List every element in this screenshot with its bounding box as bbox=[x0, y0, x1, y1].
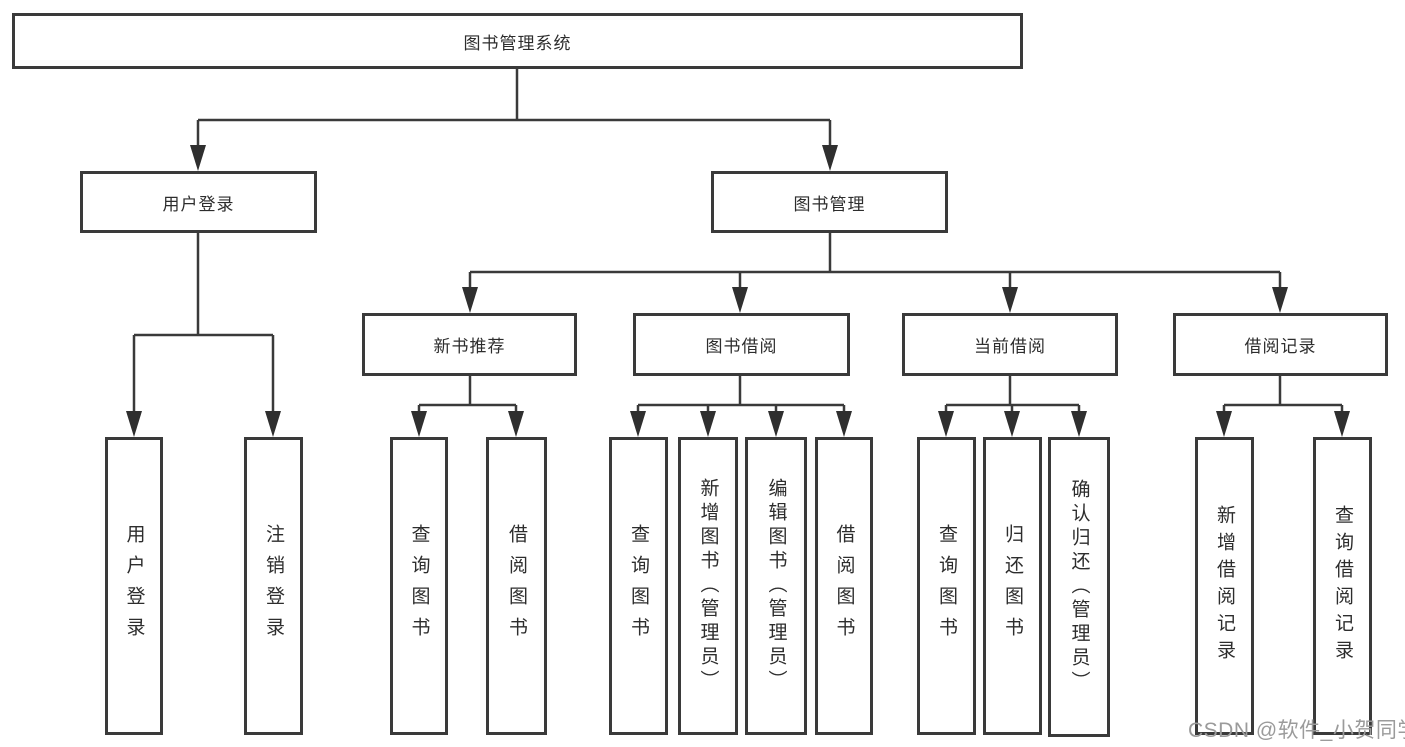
node-label: 归还图书 bbox=[1002, 524, 1023, 648]
leaf-query-books-recommend: 查询图书 bbox=[390, 437, 448, 735]
arrow-icon bbox=[1216, 411, 1232, 437]
node-root: 图书管理系统 bbox=[12, 13, 1023, 69]
arrow-icon bbox=[1334, 411, 1350, 437]
node-label: 图书管理 bbox=[793, 194, 866, 214]
arrow-icon bbox=[126, 411, 142, 437]
node-user-login: 用户登录 bbox=[80, 171, 317, 233]
leaf-query-borrow-record: 查询借阅记录 bbox=[1313, 437, 1372, 735]
node-new-book-recommend: 新书推荐 bbox=[362, 313, 577, 376]
node-label: 新增图书（管理员） bbox=[697, 478, 719, 694]
node-label: 查询图书 bbox=[628, 524, 649, 648]
leaf-confirm-return-admin: 确认归还（管理员） bbox=[1048, 437, 1110, 737]
arrow-icon bbox=[732, 287, 748, 313]
node-label: 借阅记录 bbox=[1244, 337, 1317, 356]
leaf-logout: 注销登录 bbox=[244, 437, 303, 735]
arrow-icon bbox=[938, 411, 954, 437]
node-label: 新书推荐 bbox=[433, 337, 506, 356]
node-current-borrow: 当前借阅 bbox=[902, 313, 1118, 376]
arrow-icon bbox=[1002, 287, 1018, 313]
node-label: 注销登录 bbox=[263, 524, 284, 648]
node-label: 编辑图书（管理员） bbox=[765, 478, 787, 694]
leaf-borrow-books: 借阅图书 bbox=[815, 437, 873, 735]
arrow-icon bbox=[265, 411, 281, 437]
arrow-icon bbox=[190, 145, 206, 171]
watermark: CSDN @软件_小贺同学 bbox=[1188, 719, 1405, 742]
leaf-borrow-books-recommend: 借阅图书 bbox=[486, 437, 547, 735]
node-label: 用户登录 bbox=[162, 194, 235, 214]
arrow-icon bbox=[836, 411, 852, 437]
arrow-icon bbox=[822, 145, 838, 171]
node-book-borrow: 图书借阅 bbox=[633, 313, 850, 376]
node-label: 当前借阅 bbox=[974, 337, 1046, 356]
node-label: 图书管理系统 bbox=[463, 33, 572, 53]
leaf-user-login: 用户登录 bbox=[105, 437, 163, 735]
arrow-icon bbox=[462, 287, 478, 313]
leaf-return-book: 归还图书 bbox=[983, 437, 1042, 735]
leaf-query-books-borrow: 查询图书 bbox=[609, 437, 668, 735]
arrow-icon bbox=[630, 411, 646, 437]
leaf-edit-book-admin: 编辑图书（管理员） bbox=[745, 437, 807, 735]
arrow-icon bbox=[411, 411, 427, 437]
leaf-add-borrow-record: 新增借阅记录 bbox=[1195, 437, 1254, 735]
arrow-icon bbox=[768, 411, 784, 437]
node-borrow-records: 借阅记录 bbox=[1173, 313, 1388, 376]
leaf-query-books-current: 查询图书 bbox=[917, 437, 976, 735]
node-label: 查询借阅记录 bbox=[1332, 505, 1353, 667]
node-label: 借阅图书 bbox=[833, 524, 855, 648]
node-label: 借阅图书 bbox=[506, 524, 527, 648]
node-label: 新增借阅记录 bbox=[1214, 505, 1235, 667]
arrow-icon bbox=[1004, 411, 1020, 437]
node-label: 查询图书 bbox=[936, 524, 957, 648]
leaf-add-book-admin: 新增图书（管理员） bbox=[678, 437, 738, 735]
arrow-icon bbox=[1071, 411, 1087, 437]
node-book-management: 图书管理 bbox=[711, 171, 948, 233]
arrow-icon bbox=[700, 411, 716, 437]
arrow-icon bbox=[1272, 287, 1288, 313]
node-label: 确认归还（管理员） bbox=[1068, 479, 1090, 695]
node-label: 查询图书 bbox=[408, 524, 430, 648]
node-label: 用户登录 bbox=[123, 524, 145, 648]
arrow-icon bbox=[508, 411, 524, 437]
node-label: 图书借阅 bbox=[705, 337, 778, 356]
